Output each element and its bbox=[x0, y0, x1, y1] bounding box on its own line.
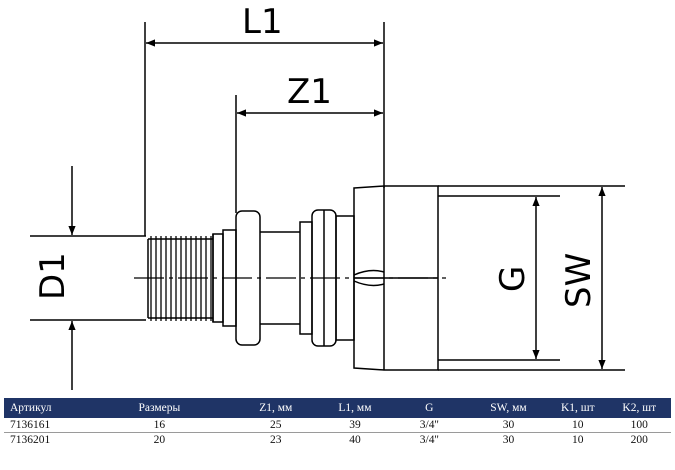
table-cell: 20 bbox=[153, 434, 166, 446]
col-header-size: Размеры bbox=[87, 398, 232, 418]
table-cell: 10 bbox=[572, 434, 584, 446]
table-header-row: Артикул Размеры Z1, мм L1, мм G SW, мм K… bbox=[4, 398, 671, 418]
col-header-l1: L1, мм bbox=[320, 398, 390, 418]
table-cell: 30 bbox=[502, 434, 515, 446]
col-header-sw: SW, мм bbox=[468, 398, 549, 418]
table-cell: 7136161 bbox=[4, 418, 88, 433]
col-header-article: Артикул bbox=[4, 398, 88, 418]
col-header-g: G bbox=[389, 398, 469, 418]
table-cell: 23 bbox=[270, 434, 282, 446]
table-cell: 39 bbox=[320, 418, 390, 433]
table-row: 7136161 16 25 39 3/4'' 30 10 100 bbox=[4, 418, 671, 433]
fitting-drawing: L1 Z1 D1 G SW bbox=[30, 2, 625, 390]
l1-label: L1 bbox=[242, 2, 283, 42]
table-cell: 3/4'' bbox=[419, 434, 439, 446]
table-row: 7136201 20 23 40 3/4'' 30 10 200 bbox=[4, 433, 671, 448]
fitting-body bbox=[134, 185, 446, 371]
spec-table: Артикул Размеры Z1, мм L1, мм G SW, мм K… bbox=[4, 398, 671, 447]
sw-label: SW bbox=[559, 253, 599, 308]
col-header-z1: Z1, мм bbox=[231, 398, 321, 418]
table-cell: 10 bbox=[548, 418, 608, 433]
g-label: G bbox=[493, 266, 533, 292]
table-cell: 7136201 bbox=[10, 434, 51, 446]
dimension-lines bbox=[68, 39, 606, 390]
table-cell: 30 bbox=[468, 418, 549, 433]
col-header-k1: K1, шт bbox=[548, 398, 608, 418]
table-cell: 100 bbox=[607, 418, 671, 433]
table-cell: 25 bbox=[231, 418, 321, 433]
table-cell: 3/4'' bbox=[389, 418, 469, 433]
extension-lines bbox=[30, 22, 625, 371]
col-header-k2: K2, шт bbox=[607, 398, 671, 418]
d1-label: D1 bbox=[33, 252, 73, 300]
table-cell: 16 bbox=[87, 418, 232, 433]
z1-label: Z1 bbox=[287, 72, 332, 112]
table-cell: 40 bbox=[349, 434, 361, 446]
table-cell: 200 bbox=[630, 434, 648, 446]
